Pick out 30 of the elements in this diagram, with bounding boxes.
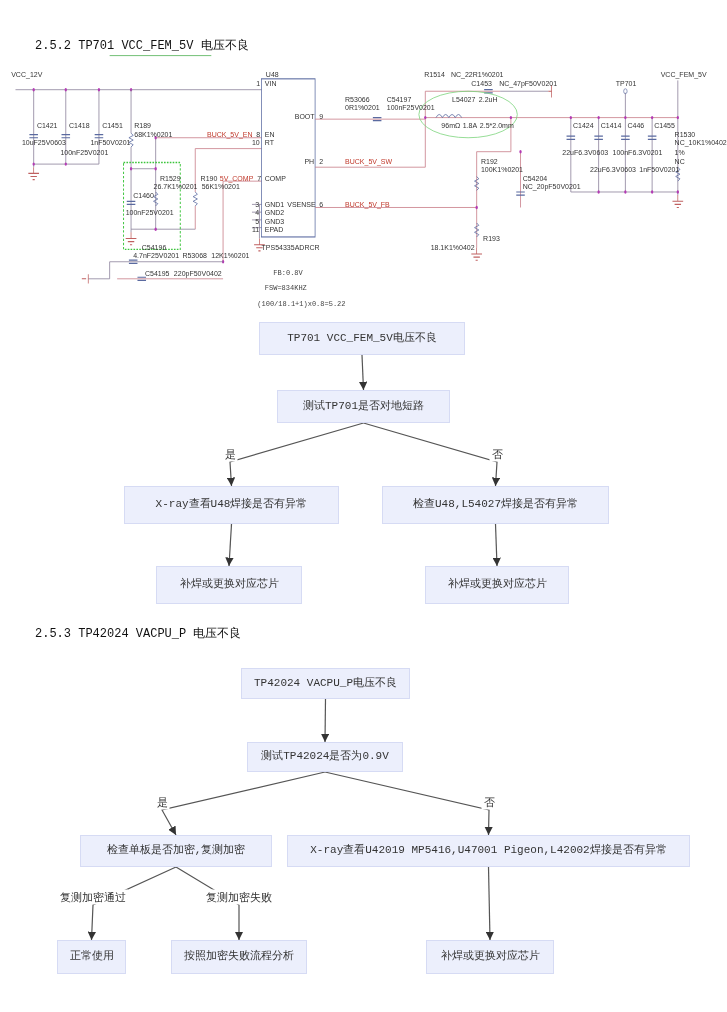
arrow: [225, 523, 234, 567]
process-box: 补焊或更换对应芯片: [425, 566, 569, 604]
process-box: 测试TP42024是否为0.9V: [247, 742, 403, 772]
edge-label: 否: [489, 446, 505, 462]
edge-label: 复测加密失败: [204, 889, 274, 905]
process-box: X-ray查看U42019 MP5416,U47001 Pigeon,L42002焊接是否有异常: [287, 835, 690, 867]
process-box: 补焊或更换对应芯片: [426, 940, 554, 974]
section-heading: 2.5.2 TP701 VCC_FEM_5V 电压不良: [35, 40, 249, 52]
process-box: 检查U48,L54027焊接是否有异常: [382, 486, 609, 524]
process-box: 按照加密失败流程分析: [171, 940, 307, 974]
process-box: X-ray查看U48焊接是否有异常: [124, 486, 339, 524]
edge-label: 复测加密通过: [58, 889, 128, 905]
process-box: 正常使用: [57, 940, 126, 974]
arrow: [362, 422, 501, 487]
process-box: 补焊或更换对应芯片: [156, 566, 302, 604]
arrow: [161, 771, 326, 836]
process-box: 检查单板是否加密,复测加密: [80, 835, 272, 867]
edge-label: 否: [481, 794, 497, 810]
section-heading: 2.5.3 TP42024 VACPU_P 电压不良: [35, 628, 242, 640]
edge-label: 是: [222, 446, 238, 462]
arrow: [226, 422, 365, 487]
arrow: [320, 698, 330, 743]
process-box: TP701 VCC_FEM_5V电压不良: [259, 322, 465, 355]
arrow: [358, 354, 368, 391]
process-box: TP42024 VACPU_P电压不良: [241, 668, 410, 699]
edge-label: 是: [154, 794, 170, 810]
arrow: [492, 523, 501, 567]
process-box: 测试TP701是否对地短路: [277, 390, 450, 423]
arrow: [324, 771, 493, 836]
arrow: [485, 866, 495, 941]
